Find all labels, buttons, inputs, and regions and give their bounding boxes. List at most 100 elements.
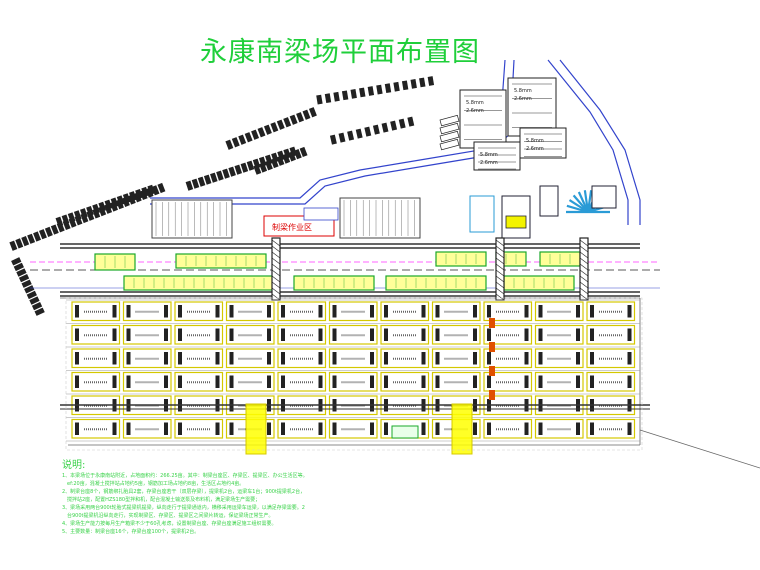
gantry-brace xyxy=(495,239,505,247)
silo-block xyxy=(591,185,617,209)
slot-end xyxy=(627,305,632,318)
storage-slot xyxy=(277,348,327,369)
slot-end xyxy=(112,352,117,365)
slot-end xyxy=(487,352,491,365)
slot-end xyxy=(318,305,323,318)
storage-slot xyxy=(225,348,275,369)
slot-end xyxy=(473,422,477,435)
office-highlight xyxy=(505,215,527,229)
beam-storage-strip xyxy=(381,122,389,133)
beam-storage-strip xyxy=(364,126,372,137)
slot-end xyxy=(215,352,220,365)
storage-slot xyxy=(122,301,172,322)
slot-end xyxy=(75,375,79,388)
slot-end xyxy=(229,352,234,365)
gantry-brace xyxy=(271,263,281,271)
slot-end xyxy=(318,422,323,435)
slot-end xyxy=(164,352,168,365)
beam-storage-strip xyxy=(367,86,375,96)
slot-end xyxy=(332,375,337,388)
storage-slot xyxy=(328,301,378,322)
slot-end xyxy=(112,305,117,318)
marker xyxy=(489,366,495,376)
gantry-brace xyxy=(579,287,589,295)
storage-slot xyxy=(71,324,121,345)
gantry-brace xyxy=(495,275,505,283)
slot-end xyxy=(126,328,131,341)
gantry-brace xyxy=(271,293,281,301)
storage-slot xyxy=(586,301,636,322)
slot-end xyxy=(215,328,220,341)
storage-slot xyxy=(328,371,378,392)
slot-end xyxy=(524,305,529,318)
beam-storage-strip xyxy=(27,233,36,244)
slot-end xyxy=(75,328,79,341)
slot-end xyxy=(126,352,131,365)
beam-storage-strip xyxy=(240,162,249,173)
marker xyxy=(489,390,495,400)
note-line: 4、梁场生产能力按每月生产箱梁不少于60孔考虑，设置制梁台座、存梁台座满足施工组… xyxy=(62,521,277,527)
water-tank xyxy=(469,195,495,233)
slot-end xyxy=(435,375,440,388)
workshop-shed xyxy=(339,197,421,239)
beam-storage-strip xyxy=(222,168,230,179)
storage-slot xyxy=(534,301,584,322)
slot-end xyxy=(435,422,440,435)
beam-storage-strip xyxy=(257,127,266,138)
beam-storage-strip xyxy=(16,268,27,277)
beam-storage-strip xyxy=(44,226,53,237)
slot-end xyxy=(370,352,374,365)
note-line: ef:20亩，混凝土搅拌站占地约5亩，钢筋加工场占地约8亩，生活区占地约4亩。 xyxy=(67,481,245,487)
gantry-brace xyxy=(579,293,589,301)
slot-end xyxy=(590,305,594,318)
storage-slot xyxy=(71,418,121,439)
slot-end xyxy=(576,328,580,341)
beam-storage-arc xyxy=(9,76,435,316)
beam-storage-strip xyxy=(277,150,285,161)
slot-end xyxy=(332,352,337,365)
vehicle xyxy=(391,425,419,439)
gantry-brace xyxy=(495,293,505,301)
storage-slot xyxy=(586,418,636,439)
beam-storage-strip xyxy=(270,157,279,169)
beam-storage-strip xyxy=(129,191,137,202)
storage-slot xyxy=(71,371,121,392)
storage-slot xyxy=(431,348,481,369)
gantry-brace xyxy=(495,257,505,265)
beam-storage-strip xyxy=(341,90,349,101)
storage-slot xyxy=(277,371,327,392)
storage-slot xyxy=(328,418,378,439)
slot-end xyxy=(318,352,323,365)
beam-storage-strip xyxy=(61,214,70,225)
beam-storage-strip xyxy=(316,94,323,105)
beam-storage-strip xyxy=(231,137,240,148)
storage-slot xyxy=(174,301,224,322)
beam-storage-strip xyxy=(21,235,30,247)
slot-end xyxy=(590,422,594,435)
storage-slot xyxy=(277,418,327,439)
notes-heading: 说明: xyxy=(62,460,86,471)
storage-slot xyxy=(122,371,172,392)
side-road xyxy=(559,59,641,225)
storage-slot xyxy=(225,371,275,392)
slot-end xyxy=(215,375,220,388)
beam-storage-strip xyxy=(110,197,119,208)
beam-storage-strip xyxy=(338,132,346,143)
beam-storage-strip xyxy=(302,109,311,120)
beam-storage-strip xyxy=(253,164,262,175)
casting-bed xyxy=(175,253,267,269)
storage-slot xyxy=(483,418,533,439)
transfer-zone xyxy=(245,403,267,455)
storage-slot xyxy=(174,418,224,439)
storage-slot xyxy=(328,324,378,345)
beam-storage-strip xyxy=(24,285,35,294)
gantry-brace xyxy=(579,239,589,247)
beam-storage-strip xyxy=(276,155,285,166)
workshop-shed xyxy=(151,199,233,239)
slot-end xyxy=(164,375,168,388)
gantry-brace xyxy=(271,257,281,265)
beam-storage-strip xyxy=(427,76,435,86)
storage-slot xyxy=(122,348,172,369)
